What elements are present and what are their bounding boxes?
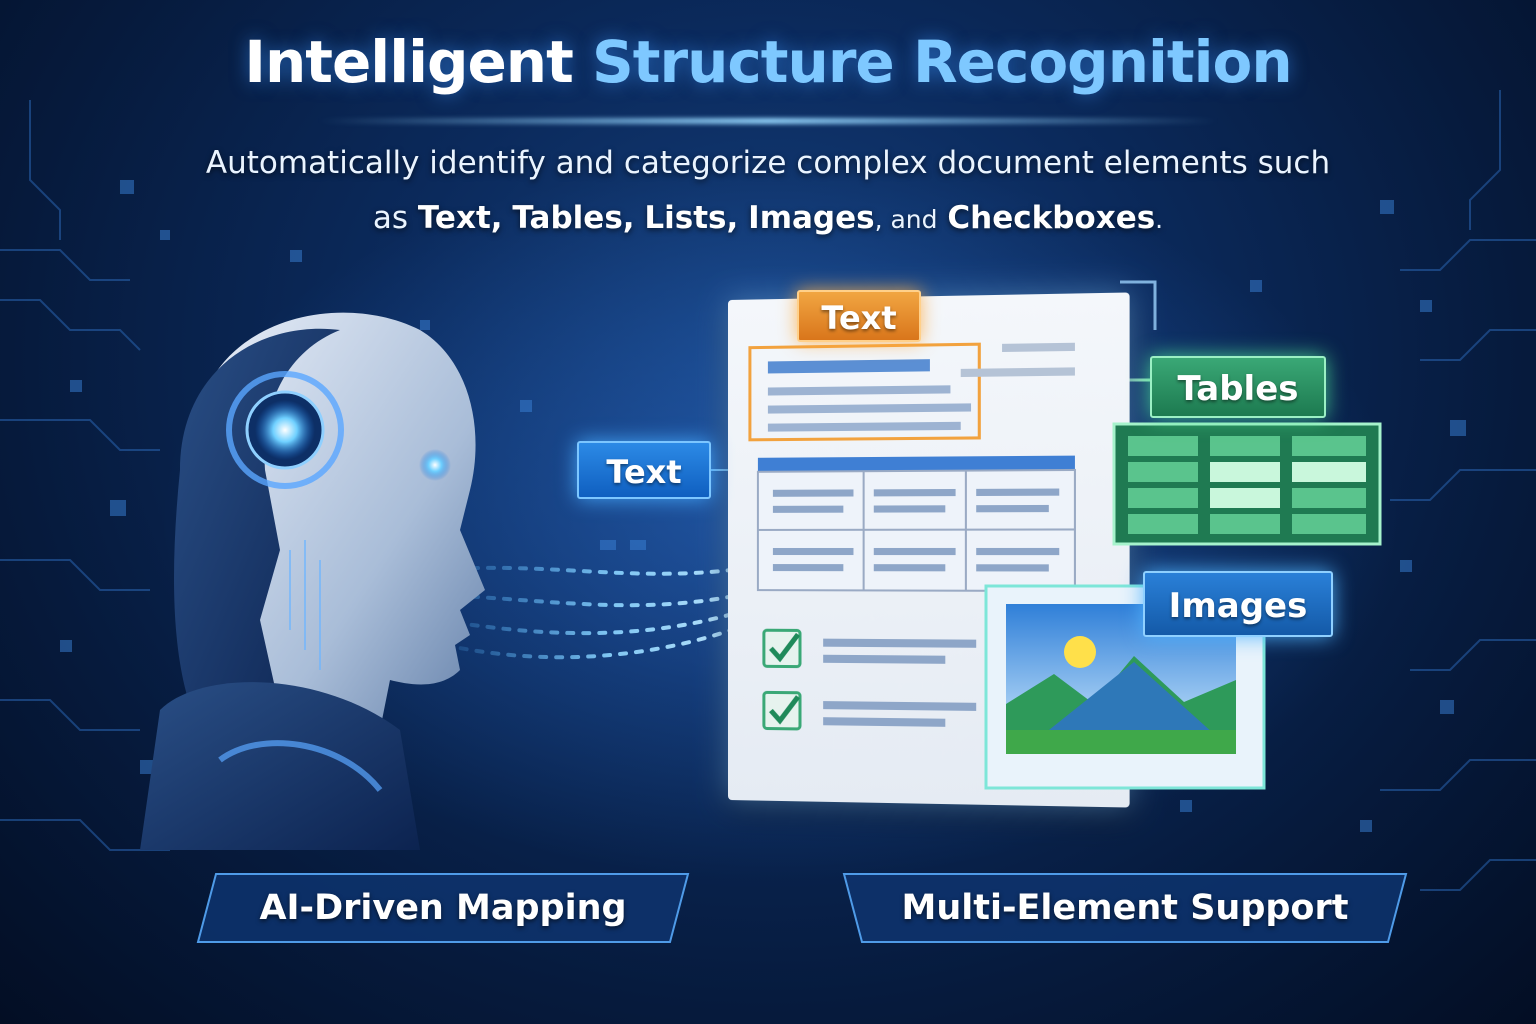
document-content [728, 292, 1130, 807]
page-title: Intelligent Structure Recognition [0, 28, 1536, 96]
tables-label-tag: Tables [1150, 356, 1326, 418]
subtitle-end: . [1155, 205, 1164, 234]
subtitle-item-lists: Lists, [644, 200, 739, 236]
document-card [728, 292, 1130, 808]
button-label-left: AI-Driven Mapping [259, 888, 627, 928]
images-label-tag: Images [1143, 571, 1333, 637]
title-part-2: Structure Recognition [592, 28, 1293, 96]
multi-element-support-button[interactable]: Multi-Element Support [842, 872, 1408, 944]
robot-head-illustration [140, 312, 485, 850]
subtitle-line-2: as Text, Tables, Lists, Images, and Chec… [0, 200, 1536, 236]
title-underline-glow [318, 118, 1218, 124]
button-frame-left [196, 873, 690, 943]
subtitle-prefix: as [372, 200, 409, 236]
tables-panel [1112, 422, 1382, 546]
button-frame-right [842, 873, 1408, 943]
text-label-tag-left: Text [577, 441, 711, 499]
subtitle-item-checkboxes: Checkboxes [947, 200, 1156, 236]
subtitle-join: , and [874, 205, 938, 234]
subtitle-line-1: Automatically identify and categorize co… [205, 145, 1331, 181]
ai-driven-mapping-button[interactable]: AI-Driven Mapping [196, 872, 690, 944]
button-label-right: Multi-Element Support [901, 888, 1349, 928]
subtitle-item-images: Images [748, 200, 875, 236]
subtitle-item-tables: Tables, [512, 200, 635, 236]
title-part-1: Intelligent [244, 28, 573, 96]
text-label-tag-top: Text [797, 290, 921, 342]
image-panel [984, 584, 1266, 790]
subtitle-item-text: Text, [417, 200, 503, 236]
